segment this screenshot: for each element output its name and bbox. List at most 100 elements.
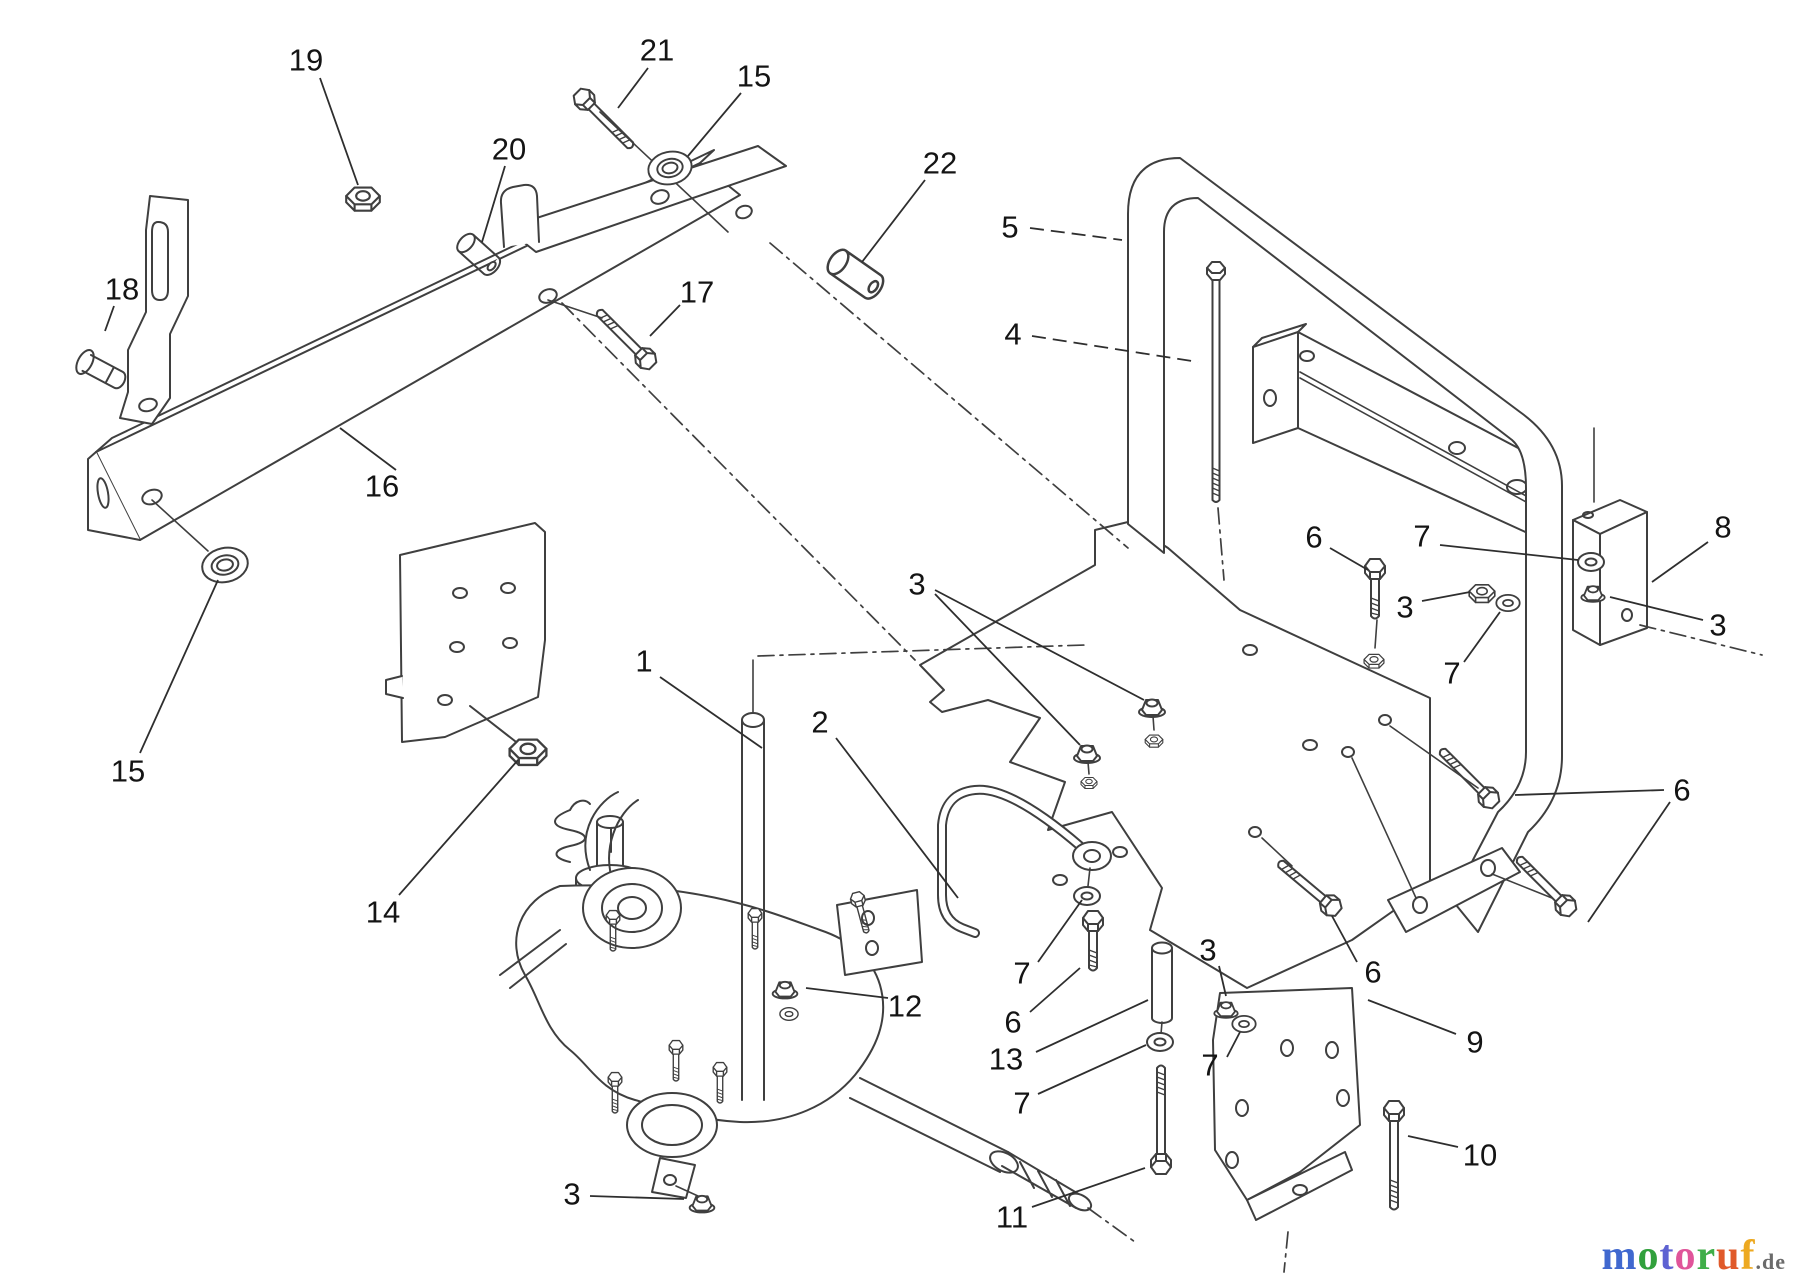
bottom-tab [651, 1157, 696, 1199]
callout-15-10: 15 [111, 754, 145, 789]
leader-line [934, 593, 1081, 746]
callout-7-19: 7 [1443, 656, 1460, 691]
callout-7-30: 7 [1013, 1086, 1030, 1121]
callout-22-4: 22 [923, 146, 957, 181]
washer-7e-icon [1231, 1015, 1257, 1033]
bolt-10-icon [1383, 1100, 1405, 1211]
callout-3-25: 3 [1199, 933, 1216, 968]
nut-3c1-jam-icon [1144, 734, 1164, 748]
logo-letter: u [1716, 1233, 1741, 1279]
leader-line [1407, 1135, 1459, 1148]
callout-4-9: 4 [1004, 317, 1021, 352]
u-rod-2 [937, 784, 1112, 938]
callout-15-2: 15 [737, 59, 771, 94]
callout-13-27: 13 [989, 1042, 1023, 1077]
leader-line [1514, 789, 1665, 796]
callout-6-24: 6 [1364, 955, 1381, 990]
callout-12-32: 12 [888, 989, 922, 1024]
transaxle [499, 791, 1093, 1212]
support-panel [919, 521, 1431, 989]
leader-line [1218, 965, 1227, 997]
leader-line [1331, 915, 1358, 963]
nut-19-icon [345, 186, 381, 212]
logo-letter: m [1601, 1233, 1638, 1279]
leader-line [835, 737, 959, 899]
axle-bracket [836, 889, 923, 976]
mounting-plate-14 [385, 522, 546, 746]
leader-lines [104, 67, 1709, 1208]
clevis-pin-icon [71, 346, 131, 396]
logo-letter: t [1659, 1233, 1675, 1279]
leader-line [398, 759, 519, 896]
callout-10-23: 10 [1463, 1138, 1497, 1173]
bolt-11-icon [1150, 1064, 1172, 1175]
leader-line [589, 1195, 685, 1200]
callout-19-0: 19 [289, 43, 323, 78]
callout-14-11: 14 [366, 895, 400, 930]
leader-line [319, 77, 359, 186]
callout-1-12: 1 [635, 644, 652, 679]
height-lever [71, 195, 189, 425]
logo-letter: o [1674, 1233, 1697, 1279]
leader-line [1421, 591, 1471, 602]
leader-line [339, 427, 397, 471]
leader-line [861, 179, 926, 263]
logo-suffix: .de [1755, 1249, 1786, 1274]
washer-7d-icon [1146, 1032, 1174, 1052]
nut-3c2-jam-icon [1080, 777, 1098, 789]
callout-21-1: 21 [640, 33, 674, 68]
callout-16-7: 16 [365, 469, 399, 504]
leader-line [1037, 899, 1083, 963]
logo-letter: r [1696, 1233, 1717, 1279]
leader-line [1587, 801, 1671, 923]
cross-member-bracket [1252, 323, 1557, 547]
spacer-13 [1151, 941, 1173, 1035]
callout-6-15: 6 [1305, 520, 1322, 555]
leader-line [481, 165, 506, 243]
bar-hinge-strap [499, 183, 540, 248]
callout-20-3: 20 [492, 132, 526, 167]
bolt-17-icon [589, 302, 661, 374]
leader-line [1463, 611, 1501, 663]
leader-line [104, 305, 115, 332]
callout-5-8: 5 [1001, 210, 1018, 245]
frame-hoop [1127, 157, 1563, 933]
washer-12-icon [779, 1007, 799, 1021]
bolt-21-icon [569, 84, 641, 156]
leader-line [649, 304, 681, 337]
bolt-6c-icon [1082, 910, 1104, 972]
leader-line [1367, 999, 1457, 1035]
leader-line [687, 92, 742, 157]
callout-7-16: 7 [1413, 519, 1430, 554]
motoruf-logo[interactable]: motoruf.de [1601, 1235, 1786, 1277]
nut-6a-icon [1363, 653, 1385, 669]
callout-18-5: 18 [105, 272, 139, 307]
callout-17-6: 17 [680, 275, 714, 310]
nut-3-transaxle-icon [688, 1194, 716, 1214]
nut-3f-icon [1468, 583, 1496, 604]
leader-line [617, 67, 649, 109]
logo-letter: o [1637, 1233, 1660, 1279]
callout-7-26: 7 [1201, 1048, 1218, 1083]
logo-letter: f [1740, 1233, 1756, 1279]
callout-7-29: 7 [1013, 956, 1030, 991]
callout-6-21: 6 [1673, 773, 1690, 808]
leader-line [1035, 999, 1149, 1053]
callout-2-13: 2 [811, 705, 828, 740]
bushing-22-icon [822, 244, 889, 304]
callout-11-31: 11 [996, 1200, 1028, 1235]
callout-3-33: 3 [563, 1177, 580, 1212]
leader-line [1226, 1031, 1241, 1058]
mounting-plate-9 [1212, 987, 1361, 1221]
leader-line [934, 589, 1145, 701]
callout-6-28: 6 [1004, 1005, 1021, 1040]
callout-8-17: 8 [1714, 510, 1731, 545]
leader-line [1031, 1167, 1146, 1208]
callout-3-20: 3 [1709, 608, 1726, 643]
leader-line [1329, 547, 1369, 571]
plate-stud [385, 675, 404, 699]
bolt-4-icon [1206, 261, 1226, 503]
callout-9-22: 9 [1466, 1025, 1483, 1060]
